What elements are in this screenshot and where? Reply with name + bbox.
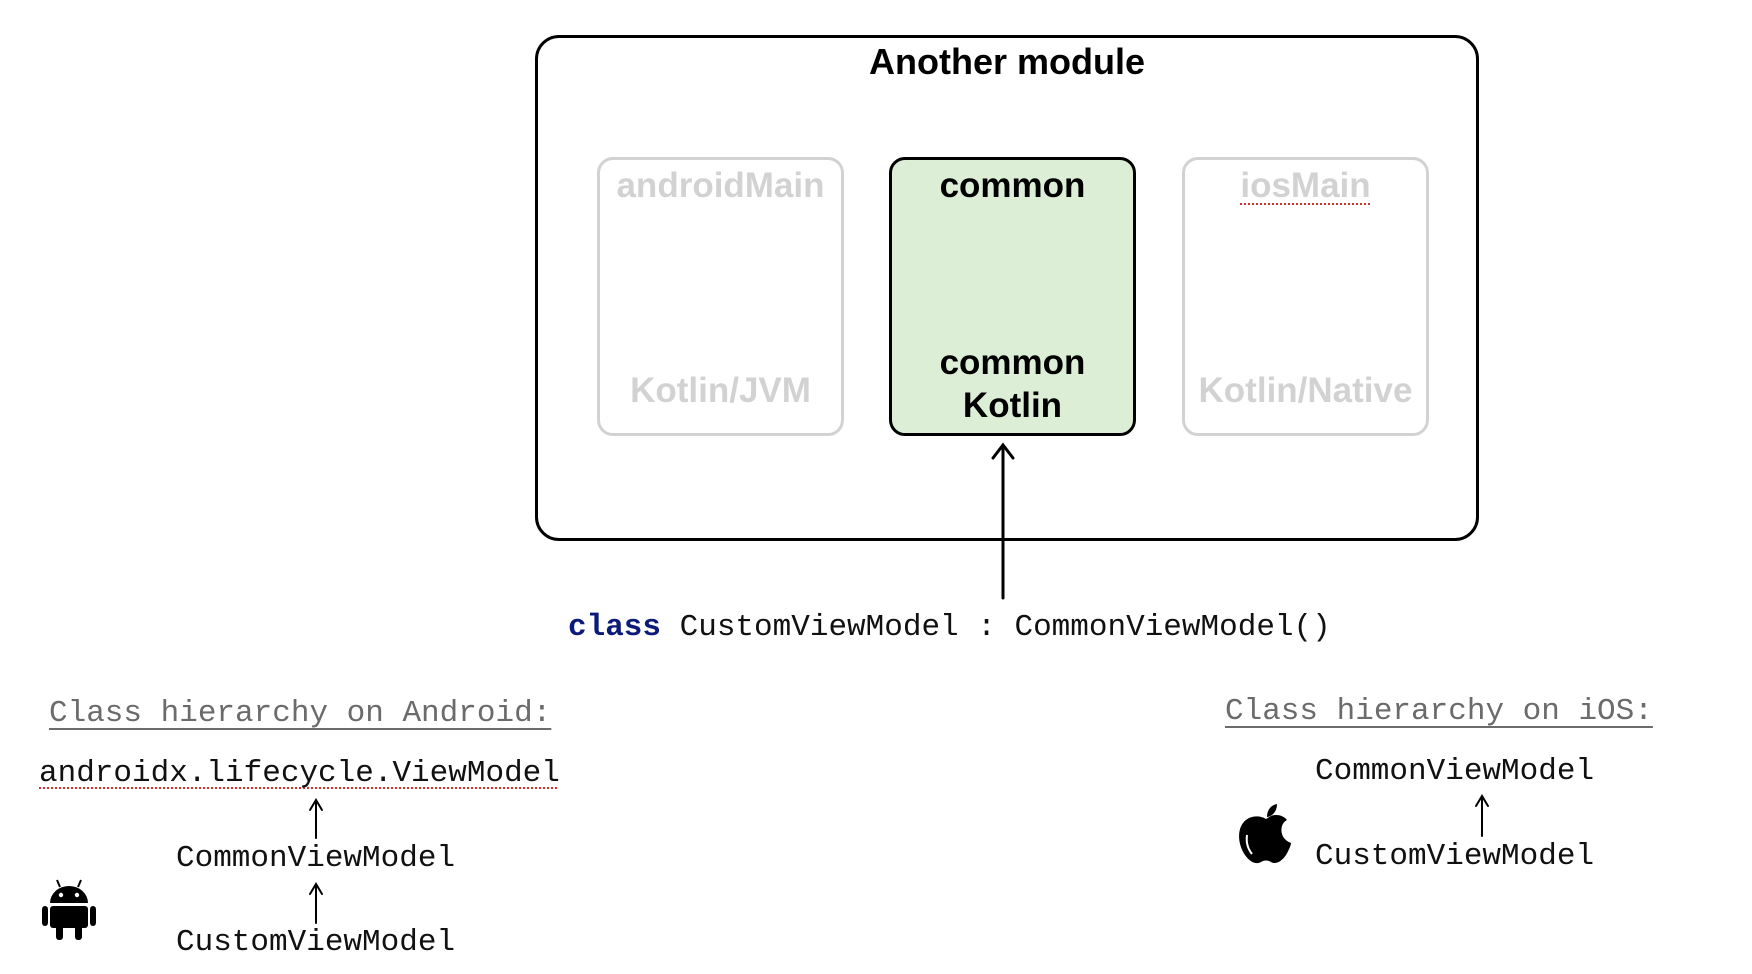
ios-heading: Class hierarchy on iOS: bbox=[1225, 694, 1653, 729]
android-main-box: androidMain Kotlin/JVM bbox=[597, 157, 844, 436]
code-line: class CustomViewModel : CommonViewModel(… bbox=[568, 608, 1331, 648]
ios-chain-custom: CustomViewModel bbox=[1315, 839, 1595, 874]
android-target-label: Kotlin/JVM bbox=[630, 371, 811, 410]
common-label: common bbox=[939, 166, 1086, 205]
ios-chain-common: CommonViewModel bbox=[1315, 754, 1595, 789]
ios-target-label: Kotlin/Native bbox=[1198, 371, 1413, 410]
android-chain-custom: CustomViewModel bbox=[176, 925, 456, 960]
module-title: Another module bbox=[869, 41, 1145, 82]
common-target-line2: Kotlin bbox=[962, 386, 1063, 425]
apple-icon bbox=[1239, 804, 1291, 864]
arrow-ios-1-head bbox=[1475, 794, 1489, 807]
code-keyword: class bbox=[568, 610, 662, 645]
ios-main-box: iosMain Kotlin/Native bbox=[1182, 157, 1429, 436]
android-chain-common: CommonViewModel bbox=[176, 841, 456, 876]
code-declaration: CustomViewModel : CommonViewModel() bbox=[661, 610, 1331, 645]
android-icon bbox=[42, 879, 96, 940]
module-container bbox=[535, 35, 1479, 541]
android-chain-base: androidx.lifecycle.ViewModel bbox=[39, 756, 560, 791]
arrow-android-1-head bbox=[309, 798, 323, 811]
android-main-label: androidMain bbox=[616, 166, 825, 205]
arrow-android-2-head bbox=[309, 882, 323, 895]
android-heading: Class hierarchy on Android: bbox=[49, 696, 552, 731]
arrow-code-to-common-head bbox=[991, 442, 1015, 460]
common-target-line1: common bbox=[939, 343, 1086, 382]
ios-main-label: iosMain bbox=[1240, 166, 1371, 205]
common-box: common common Kotlin bbox=[889, 157, 1136, 436]
